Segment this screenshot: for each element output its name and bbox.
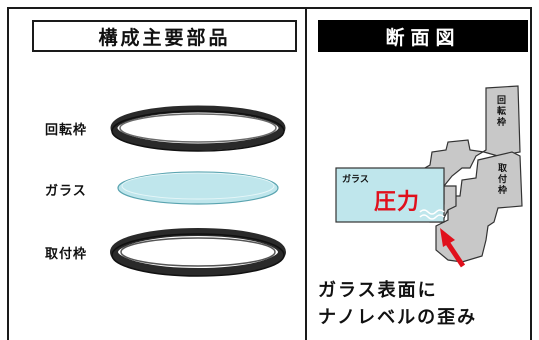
glass-disc-illustration — [117, 171, 279, 205]
glass-label: ガラス — [45, 184, 87, 199]
caption-line-2: ナノレベルの歪み — [318, 307, 478, 328]
caption-line-1: ガラス表面に — [318, 280, 438, 301]
glass-slab — [335, 167, 445, 223]
cross-section-mounting-ring-label: 取 付 枠 — [498, 164, 508, 196]
pressure-arrow — [440, 228, 466, 268]
mounting-ring-label: 取付枠 — [45, 247, 88, 262]
mounting-ring-illustration — [110, 228, 286, 277]
rotating-ring-illustration — [110, 105, 286, 152]
distortion-squiggles — [419, 209, 445, 220]
components-title: 構成主要部品 — [32, 20, 297, 52]
center-divider — [305, 7, 307, 340]
outer-frame — [7, 7, 532, 340]
rotating-ring-label: 回転枠 — [45, 123, 88, 138]
cross-section-rotating-ring-label: 回 転 枠 — [497, 96, 507, 128]
pressure-label: 圧力 — [374, 190, 421, 215]
cross-section-title: 断面図 — [318, 20, 528, 52]
cross-section-glass-label: ガラス — [342, 175, 369, 185]
